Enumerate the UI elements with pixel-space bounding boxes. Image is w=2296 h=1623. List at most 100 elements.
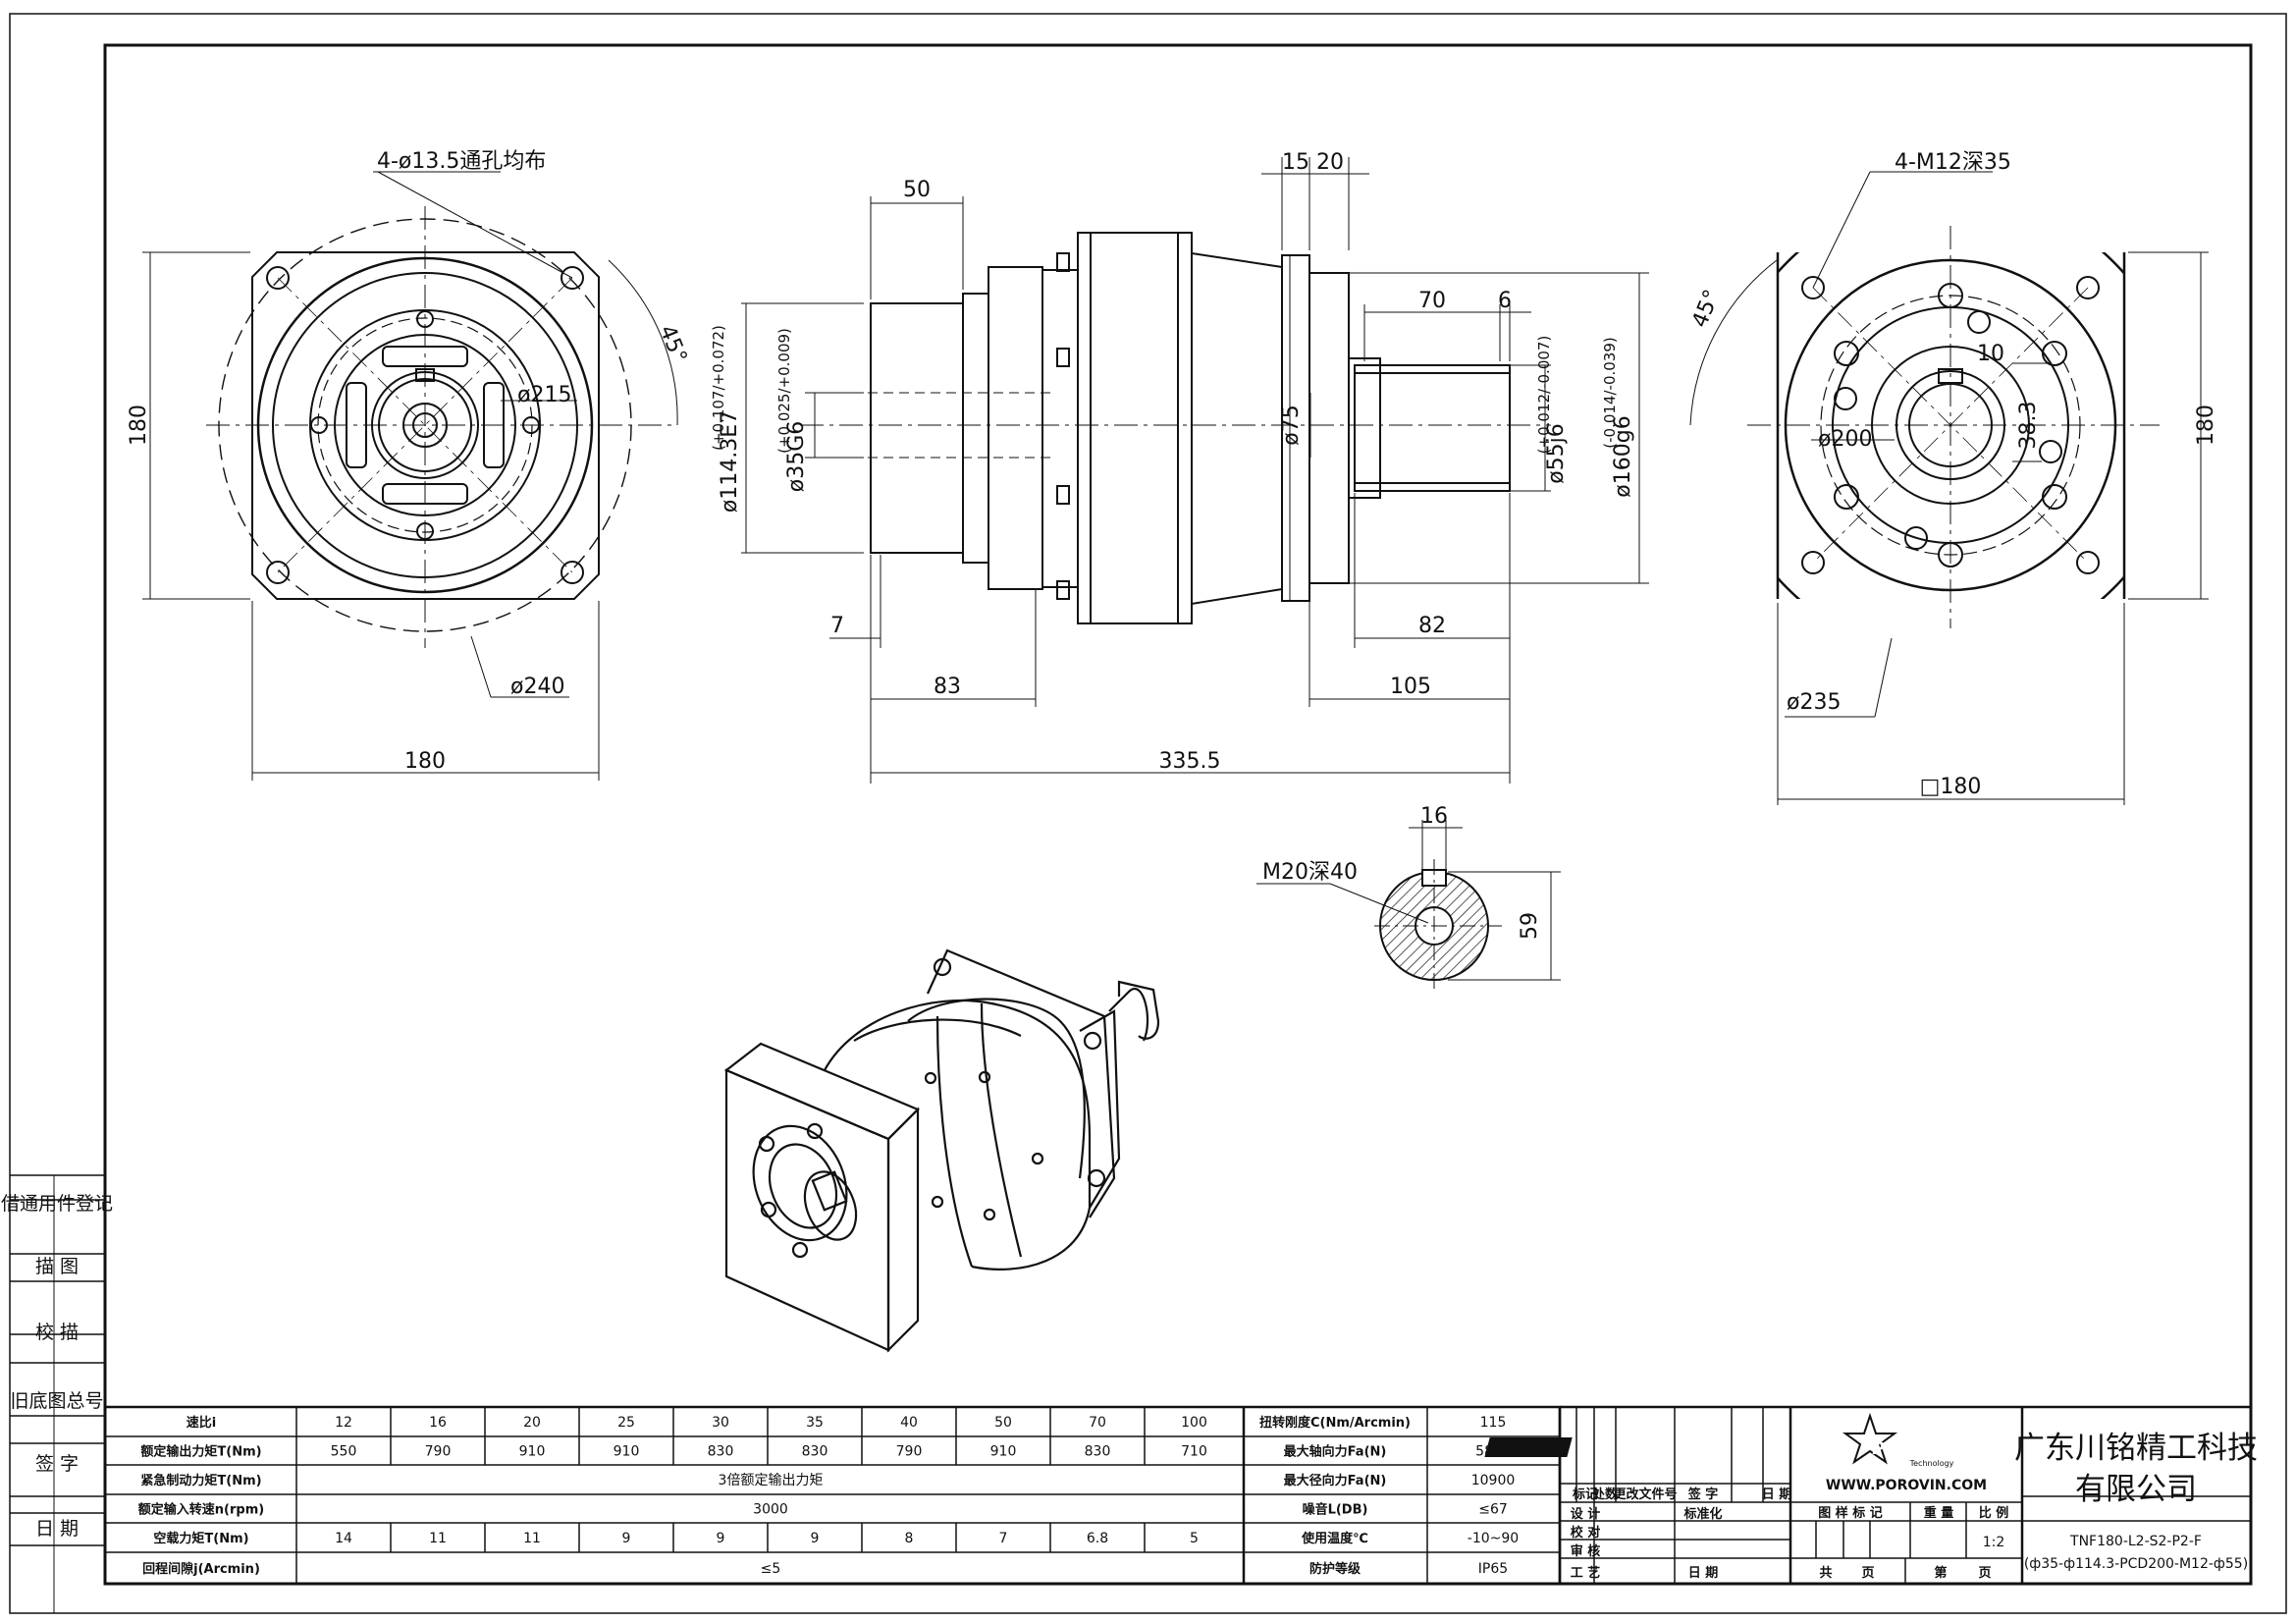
logo-star-icon [1484,1412,1898,1465]
dim-front-angle: 45° [654,322,691,367]
spec-row-label: 额定输入转速n(rpm) [138,1502,264,1518]
spec-cell-merged: 3倍额定输出力矩 [719,1473,824,1488]
dim-rear-angle: 45° [1687,287,1725,332]
spec-cell: 7 [999,1531,1008,1546]
spec-cell: 11 [429,1531,447,1546]
dim-key-16: 16 [1420,804,1448,829]
dim-key-59: 59 [1518,912,1542,940]
spec-right-label: 扭转刚度C(Nm/Arcmin) [1259,1415,1411,1431]
tb-sign: 签 字 [1687,1487,1719,1502]
dim-key-thread: M20深40 [1262,860,1358,885]
logo-text: POROVIN [1872,1439,1958,1459]
dim-front-pcd: ø215 [517,383,571,407]
spec-cell: 6.8 [1087,1531,1108,1546]
spec-cell: 910 [614,1444,640,1460]
tb-date2: 日 期 [1688,1566,1719,1581]
dim-side-total: 335.5 [1159,749,1221,774]
drawing-code-line2: (ф35-ф114.3-PCD200-M12-ф55) [2024,1556,2248,1572]
tb-role-process: 工 艺 [1571,1565,1601,1581]
dim-rear-threads: 4-M12深35 [1895,150,2011,175]
side-label-register: 借通用件登记 [1,1193,113,1215]
front-view [142,171,678,781]
spec-cell: 14 [335,1531,352,1546]
spec-cell-merged: 3000 [753,1502,788,1518]
spec-cell: 12 [335,1415,352,1431]
tb-role-check: 校 对 [1571,1525,1601,1541]
spec-right-value: 5875 [1475,1444,1511,1460]
company-name-line1: 广东川铭精工科技 [2014,1431,2258,1466]
spec-cell: 11 [523,1531,541,1546]
spec-cell: 9 [717,1531,725,1546]
dim-front-width: 180 [404,749,446,774]
spec-cell: 70 [1089,1415,1106,1431]
dim-side-d1143-tol: (+0.107/+0.072) [710,325,727,451]
side-strip [10,1174,105,1613]
company-name-line2: 有限公司 [2075,1472,2197,1507]
spec-cell: 16 [429,1415,447,1431]
tb-nth: 第 [1934,1565,1947,1581]
spec-cell: 910 [990,1444,1017,1460]
spec-right-label: 最大轴向力Fa(N) [1284,1444,1387,1460]
spec-cell: 100 [1181,1415,1207,1431]
rear-view [1689,171,2209,805]
tb-standard: 标准化 [1682,1506,1722,1522]
tb-scale-label: 比 例 [1979,1505,2009,1521]
dim-side-d160: ø160g6 [1611,415,1635,497]
dim-front-dia: ø240 [510,675,564,699]
tb-role-review: 审 核 [1571,1543,1601,1559]
spec-right-label: 防护等级 [1309,1561,1362,1577]
spec-row-label: 速比i [187,1415,216,1431]
spec-cell: 830 [708,1444,734,1460]
dim-rear-383: 38.3 [2016,402,2041,450]
spec-right-value: 10900 [1471,1473,1516,1488]
dim-side-d55-tol: (+0.012/-0.007) [1535,336,1553,455]
shaft-section [1256,820,1561,992]
drawing-code-line1: TNF180-L2-S2-P2-F [2069,1534,2202,1549]
spec-cell: 40 [900,1415,918,1431]
spec-right-value: IP65 [1478,1561,1508,1577]
isometric-view [723,948,1160,1353]
spec-cell: 790 [425,1444,452,1460]
spec-cell: 550 [331,1444,357,1460]
dim-side-15: 15 [1282,150,1309,175]
spec-right-value: ≤67 [1478,1502,1508,1518]
spec-right-label: 使用温度℃ [1301,1531,1368,1546]
dim-side-105: 105 [1390,675,1431,699]
dim-side-82: 82 [1418,614,1446,638]
spec-table-grid [103,1405,2024,1586]
tb-weight: 重 量 [1924,1505,1954,1521]
tb-scale-value: 1:2 [1983,1535,2005,1550]
tb-page: 页 [1861,1566,1874,1581]
spec-cell: 8 [905,1531,914,1546]
spec-cell: 50 [994,1415,1012,1431]
dim-side-d75: ø75 [1279,405,1304,445]
spec-right-label: 最大径向力Fa(N) [1284,1473,1387,1488]
spec-cell: 25 [617,1415,635,1431]
tb-count: 处数 [1591,1487,1619,1502]
spec-row-label: 回程间隙j(Arcmin) [142,1561,260,1577]
dim-side-6: 6 [1498,289,1512,313]
dim-side-20: 20 [1316,150,1344,175]
dim-side-70: 70 [1418,289,1446,313]
spec-right-label: 噪音L(DB) [1303,1502,1368,1518]
dim-front-holes: 4-ø13.5通孔均布 [377,149,546,174]
spec-right-value: -10~90 [1468,1531,1519,1546]
side-label-check: 校 描 [35,1322,79,1343]
spec-cell: 20 [523,1415,541,1431]
spec-cell: 710 [1181,1444,1207,1460]
company-website: WWW.POROVIN.COM [1826,1478,1987,1493]
tb-total: 共 [1819,1565,1832,1581]
spec-cell: 910 [519,1444,546,1460]
spec-cell: 830 [802,1444,828,1460]
side-label-trace: 描 图 [35,1256,79,1277]
spec-cell-merged: ≤5 [761,1561,781,1577]
side-label-old-number: 旧底图总号 [10,1390,103,1412]
dim-side-50: 50 [903,178,931,202]
dim-rear-square: □180 [1920,775,1982,799]
tb-page2: 页 [1978,1566,1991,1581]
side-label-date: 日 期 [35,1518,79,1540]
tb-date: 日 期 [1762,1488,1792,1502]
dim-rear-height: 180 [2194,405,2218,446]
